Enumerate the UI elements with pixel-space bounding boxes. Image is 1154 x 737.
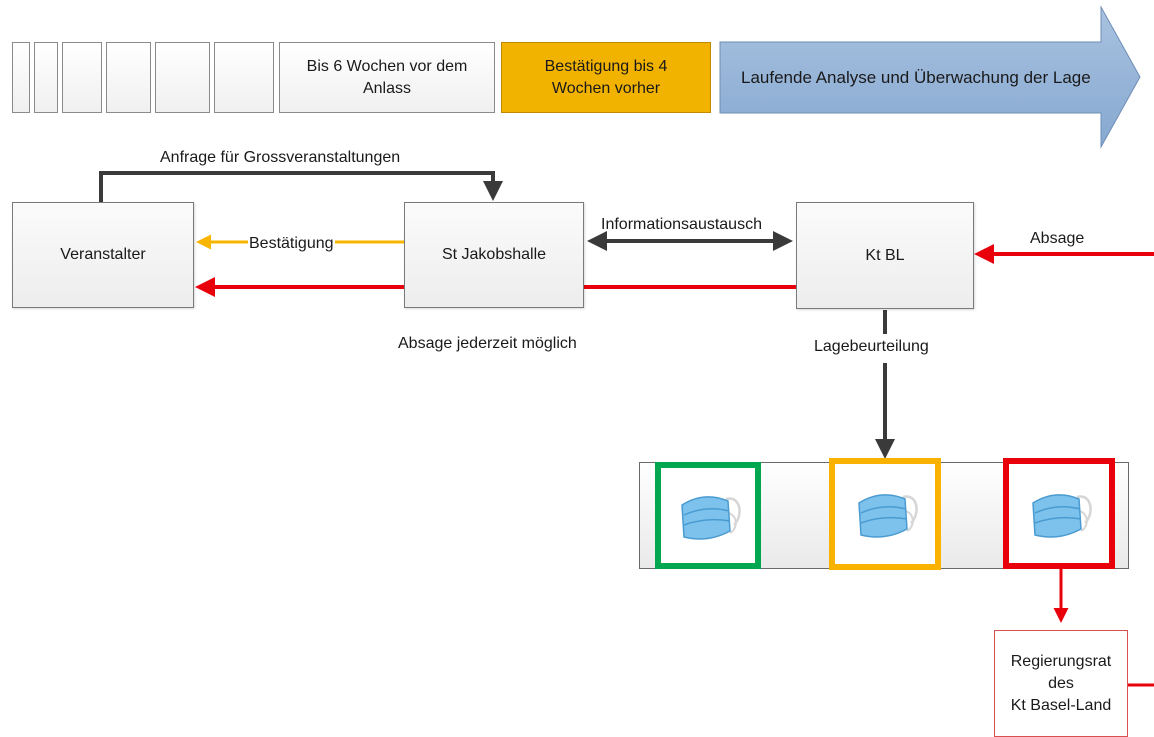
phase-4-weeks-label: Bestätigung bis 4 Wochen vorher: [544, 57, 668, 97]
timeline-empty-cell: [106, 42, 151, 113]
status-level-green: [655, 462, 761, 569]
face-mask-icon: [858, 494, 918, 538]
request-label: Anfrage für Grossveranstaltungen: [160, 149, 401, 166]
canton-label: Kt BL: [865, 246, 905, 264]
status-level-yellow: [829, 458, 941, 570]
timeline-empty-cell: [155, 42, 210, 113]
government-label-line2: des: [1048, 674, 1074, 692]
phase-6-weeks-label: Bis 6 Wochen vor dem Anlass: [306, 57, 468, 97]
timeline-empty-cell: [12, 42, 30, 113]
organizer-node: Veranstalter: [12, 202, 194, 308]
cancellation-anytime-label: Absage jederzeit möglich: [398, 335, 577, 352]
timeline-empty-cell: [62, 42, 102, 113]
information-label: Informationsaustausch: [601, 216, 762, 233]
ongoing-phase-arrow: [719, 5, 1141, 149]
timeline-empty-cell: [214, 42, 274, 113]
venue-label: St Jakobshalle: [441, 246, 547, 263]
phase-4-weeks: Bestätigung bis 4 Wochen vorher: [501, 42, 711, 113]
phase-6-weeks: Bis 6 Wochen vor dem Anlass: [279, 42, 495, 113]
canton-node: Kt BL: [796, 202, 974, 309]
status-level-red: [1003, 458, 1115, 569]
phase-ongoing-label: Laufende Analyse und Überwachung der Lag…: [741, 68, 1091, 87]
timeline-empty-cell: [34, 42, 58, 113]
assessment-label: Lagebeurteilung: [814, 338, 929, 355]
government-label-line3: Kt Basel-Land: [1010, 696, 1112, 714]
government-label-line1: Regierungsrat: [1010, 652, 1112, 670]
confirmation-label: Bestätigung: [248, 234, 335, 254]
request-connector: [99, 171, 503, 202]
government-node: Regierungsrat des Kt Basel-Land: [994, 630, 1128, 737]
organizer-label: Veranstalter: [60, 246, 146, 263]
face-mask-icon: [681, 495, 741, 540]
cancellation-label: Absage: [1030, 230, 1085, 247]
face-mask-icon: [1032, 493, 1092, 538]
venue-node: St Jakobshalle: [404, 202, 584, 308]
